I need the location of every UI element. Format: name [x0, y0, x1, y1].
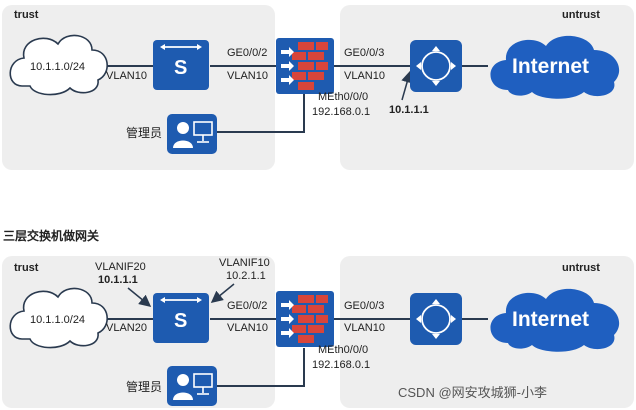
- vlan-left-1: VLAN10: [106, 70, 147, 82]
- fw-left-vlan-1: VLAN10: [227, 70, 268, 82]
- trust-label-2: trust: [14, 262, 39, 274]
- internet-label-1: Internet: [512, 55, 590, 78]
- switch-2-letter: S: [174, 310, 188, 332]
- internet-label-2: Internet: [512, 308, 590, 331]
- admin-1-icon: [167, 114, 217, 154]
- cloud-label-1: 10.1.1.0/24: [30, 61, 86, 73]
- cloud-label-2: 10.1.1.0/24: [30, 314, 86, 326]
- vlan-left-2: VLAN20: [106, 322, 147, 334]
- meth-port-2: MEth0/0/0: [318, 344, 369, 356]
- router-ip-1: 10.1.1.1: [389, 104, 429, 116]
- admin-label-2: 管理员: [126, 380, 163, 394]
- firewall-2-icon: [276, 291, 334, 347]
- fw-right-port-1: GE0/0/3: [344, 47, 385, 59]
- fw-left-vlan-2: VLAN10: [227, 322, 268, 334]
- vlanif10-label: VLANIF10: [219, 257, 270, 269]
- meth-ip-1: 192.168.0.1: [312, 106, 371, 118]
- arrow-router-ip-1: [401, 70, 413, 101]
- fw-right-vlan-2: VLAN10: [344, 322, 385, 334]
- vlanif10-ip: 10.2.1.1: [226, 270, 266, 282]
- vlanif20-ip: 10.1.1.1: [98, 274, 138, 286]
- internet-cloud-1: [490, 35, 620, 99]
- switch-1-letter: S: [174, 57, 188, 79]
- trust-label-1: trust: [14, 9, 39, 21]
- cloud-1: [9, 34, 108, 96]
- meth-port-1: MEth0/0/0: [318, 91, 369, 103]
- meth-ip-2: 192.168.0.1: [312, 359, 371, 371]
- admin-label-1: 管理员: [126, 126, 163, 140]
- fw-left-port-1: GE0/0/2: [227, 47, 268, 59]
- link-admin-fw-2: [217, 348, 305, 387]
- section-title: 三层交换机做网关: [3, 229, 100, 243]
- csdn-watermark: CSDN @网安攻城狮-小李: [398, 385, 547, 400]
- link-admin-fw-1: [217, 94, 305, 133]
- fw-right-port-2: GE0/0/3: [344, 300, 385, 312]
- firewall-1-icon: [276, 38, 334, 94]
- arrow-vlanif20: [127, 287, 152, 307]
- router-2-icon: [410, 293, 462, 345]
- router-1-icon: [410, 40, 462, 92]
- arrow-vlanif10: [210, 283, 235, 303]
- untrust-label-2: untrust: [562, 262, 600, 274]
- admin-2-icon: [167, 366, 217, 406]
- cloud-2: [9, 287, 108, 349]
- fw-left-port-2: GE0/0/2: [227, 300, 268, 312]
- switch-1-icon: [153, 40, 209, 90]
- fw-right-vlan-1: VLAN10: [344, 70, 385, 82]
- internet-cloud-2: [490, 288, 620, 352]
- untrust-label-1: untrust: [562, 9, 600, 21]
- vlanif20-label: VLANIF20: [95, 261, 146, 273]
- switch-2-icon: [153, 293, 209, 343]
